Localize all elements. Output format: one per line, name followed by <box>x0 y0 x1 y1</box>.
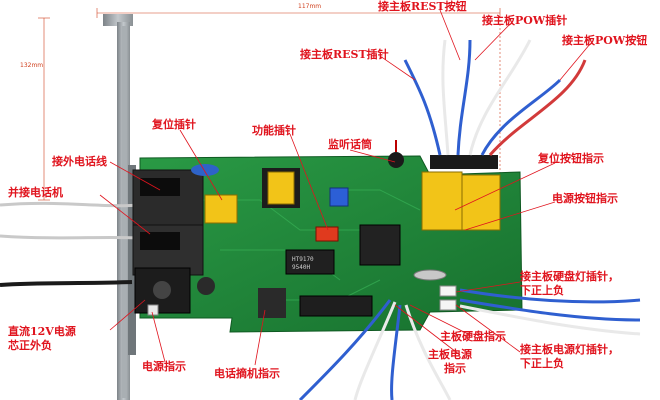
rj11-jacks <box>132 169 204 276</box>
label-hook-indicator: 电话摘机指示 <box>214 367 280 380</box>
label-hdd-indicator: 主板硬盘指示 <box>440 330 506 343</box>
label-mb-power-line1: 主板电源 <box>428 348 472 361</box>
label-external-line: 接外电话线 <box>52 155 107 168</box>
components: HT9170 9540H <box>147 140 498 318</box>
label-reset-indicator: 复位按钮指示 <box>538 152 604 165</box>
label-power-led-pin-line1: 接主板电源灯插针， <box>520 343 619 356</box>
label-pow-button-header: 接主板POW按钮 <box>562 34 648 47</box>
label-power-indicator: 电源按钮指示 <box>552 192 618 205</box>
width-dimension: 117mm <box>298 3 322 10</box>
pointer-lines <box>99 9 591 366</box>
label-hdd-led-pin-line2: 下正上负 <box>520 284 564 297</box>
label-mb-power-line2: 指示 <box>444 362 466 375</box>
label-pow-pin-header: 接主板POW插针 <box>482 14 568 27</box>
metal-bracket <box>103 14 136 400</box>
yellow-relays <box>204 168 501 231</box>
wires-top-right <box>403 39 587 156</box>
height-dimension: 132mm <box>20 62 44 69</box>
label-power-led-pin-line2: 下正上负 <box>520 357 564 370</box>
label-dc-power-line2: 芯正外负 <box>8 339 52 352</box>
label-rest-button-header: 接主板REST按钮 <box>378 0 467 13</box>
wires-bottom <box>298 288 641 400</box>
phone-cables <box>0 201 141 287</box>
label-power-indicator-bottom: 电源指示 <box>142 360 186 373</box>
label-function-pin: 功能插针 <box>252 124 296 137</box>
main-ic-mark: HT9170 <box>292 256 314 263</box>
label-parallel-phone: 并接电话机 <box>8 186 63 199</box>
dc-jack <box>134 267 191 314</box>
label-rest-pin-header: 接主板REST插针 <box>300 48 389 61</box>
main-ic-submark: 9540H <box>292 264 310 271</box>
label-hdd-led-pin-line1: 接主板硬盘灯插针， <box>520 270 619 283</box>
label-dc-power-line1: 直流12V电源 <box>8 325 76 338</box>
label-reset-pin: 复位插针 <box>152 118 196 131</box>
label-monitor-mic: 监听话筒 <box>328 138 372 151</box>
